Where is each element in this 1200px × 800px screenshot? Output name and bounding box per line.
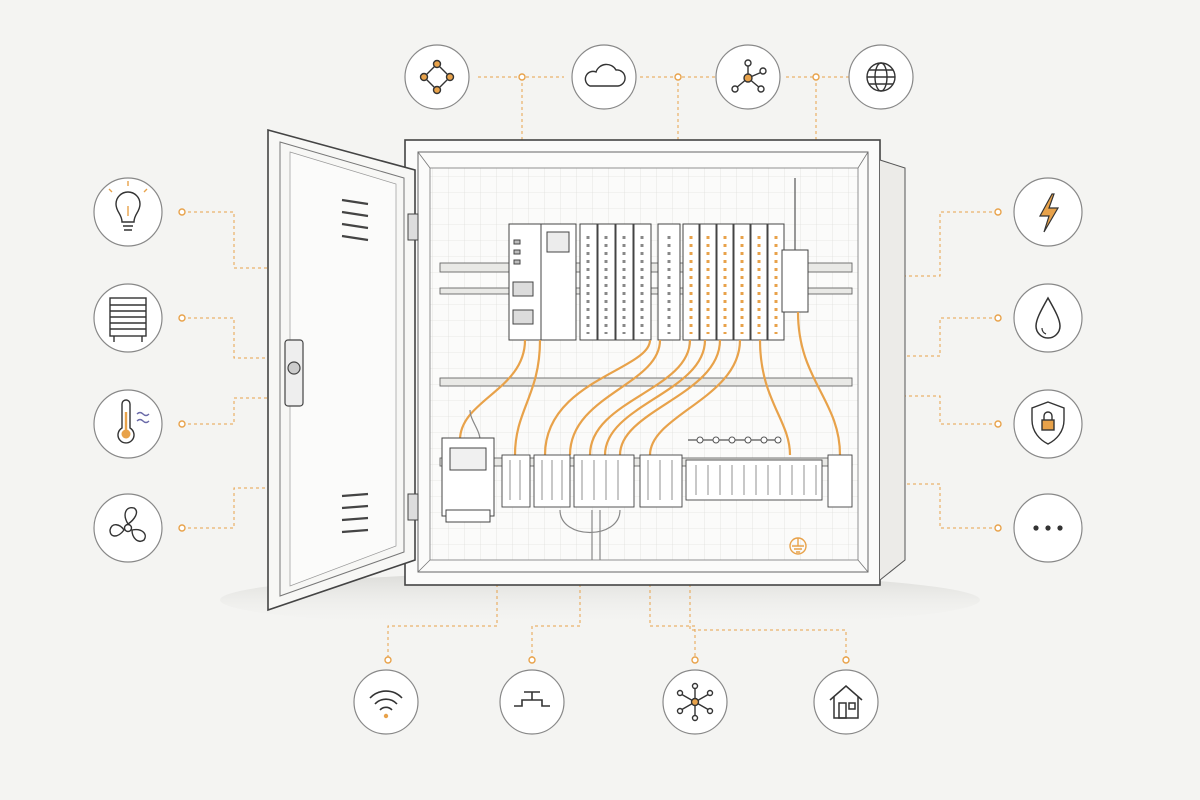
hub-icon — [731, 59, 767, 93]
contactor — [441, 437, 495, 523]
plc-controller — [508, 223, 577, 341]
temperature-icon — [117, 399, 150, 444]
window-blinds-icon — [109, 297, 147, 342]
bus-connection-icon — [514, 691, 550, 707]
security-lock-icon — [1031, 401, 1065, 445]
more-icon — [1033, 525, 1063, 531]
electricity-icon — [1038, 193, 1060, 233]
network-node-icon — [676, 682, 714, 722]
door-vents — [341, 198, 369, 534]
network-topology-icon — [419, 59, 455, 95]
water-drop-icon — [1035, 296, 1061, 339]
connector-lines — [182, 76, 998, 660]
fan-icon — [109, 507, 146, 542]
smart-home-icon — [829, 685, 863, 719]
connector-dots — [178, 73, 1002, 664]
wiring — [458, 311, 842, 456]
wifi-icon — [369, 690, 403, 719]
cabinet — [404, 139, 906, 586]
hinge-top — [407, 213, 419, 241]
light-bulb-icon — [108, 181, 148, 231]
hinge-bottom — [407, 493, 419, 521]
door-handle — [284, 339, 304, 407]
globe-icon — [866, 62, 896, 92]
floor-shadow — [220, 572, 980, 628]
cloud-icon — [584, 63, 626, 87]
icon-circles — [93, 44, 1083, 735]
circuit-breaker — [781, 249, 809, 313]
io-modules-accent — [682, 223, 785, 341]
io-modules — [579, 223, 681, 341]
terminal-blocks — [501, 454, 853, 508]
cabinet-door — [267, 128, 419, 612]
ground-symbol-icon — [789, 537, 807, 555]
